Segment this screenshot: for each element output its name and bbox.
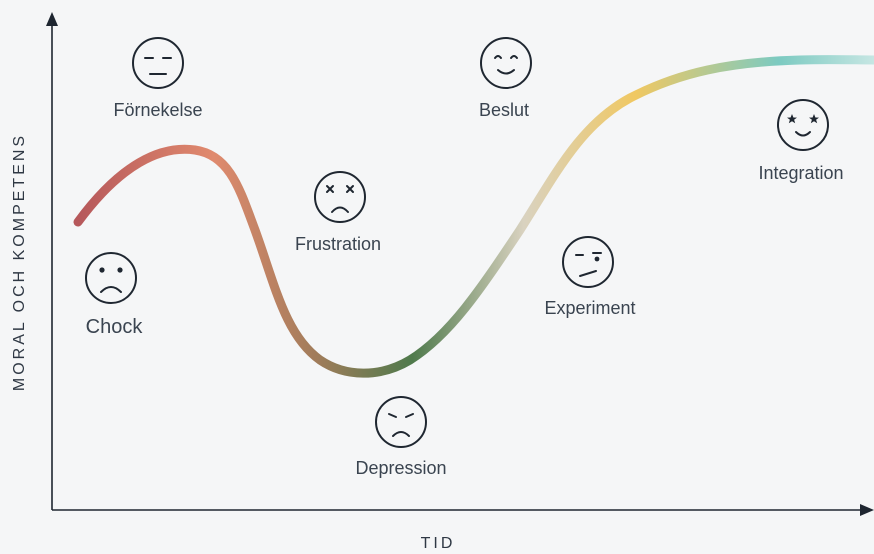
worried-face-icon bbox=[85, 252, 137, 304]
skeptical-face-icon bbox=[562, 236, 614, 288]
stage-label-beslut: Beslut bbox=[478, 100, 530, 120]
star-eyes-face-icon bbox=[777, 99, 829, 151]
stage-label-integration: Integration bbox=[758, 163, 844, 183]
y-axis-label: MORAL OCH KOMPETENS bbox=[11, 132, 28, 392]
x-axis bbox=[52, 504, 874, 516]
stage-label-chock: Chock bbox=[85, 316, 143, 338]
change-curve bbox=[73, 55, 874, 378]
stage-label-fornekelse: Förnekelse bbox=[113, 100, 203, 120]
dizzy-face-icon bbox=[314, 171, 366, 223]
x-axis-arrow-icon bbox=[860, 504, 874, 516]
y-axis bbox=[46, 12, 58, 510]
neutral-face-icon bbox=[132, 37, 184, 89]
stage-label-depression: Depression bbox=[355, 458, 447, 478]
content-face-icon bbox=[480, 37, 532, 89]
stage-label-experiment: Experiment bbox=[544, 298, 636, 318]
stage-label-frustration: Frustration bbox=[294, 234, 382, 254]
angry-face-icon bbox=[375, 396, 427, 448]
x-axis-label: TID bbox=[420, 535, 456, 552]
y-axis-arrow-icon bbox=[46, 12, 58, 26]
